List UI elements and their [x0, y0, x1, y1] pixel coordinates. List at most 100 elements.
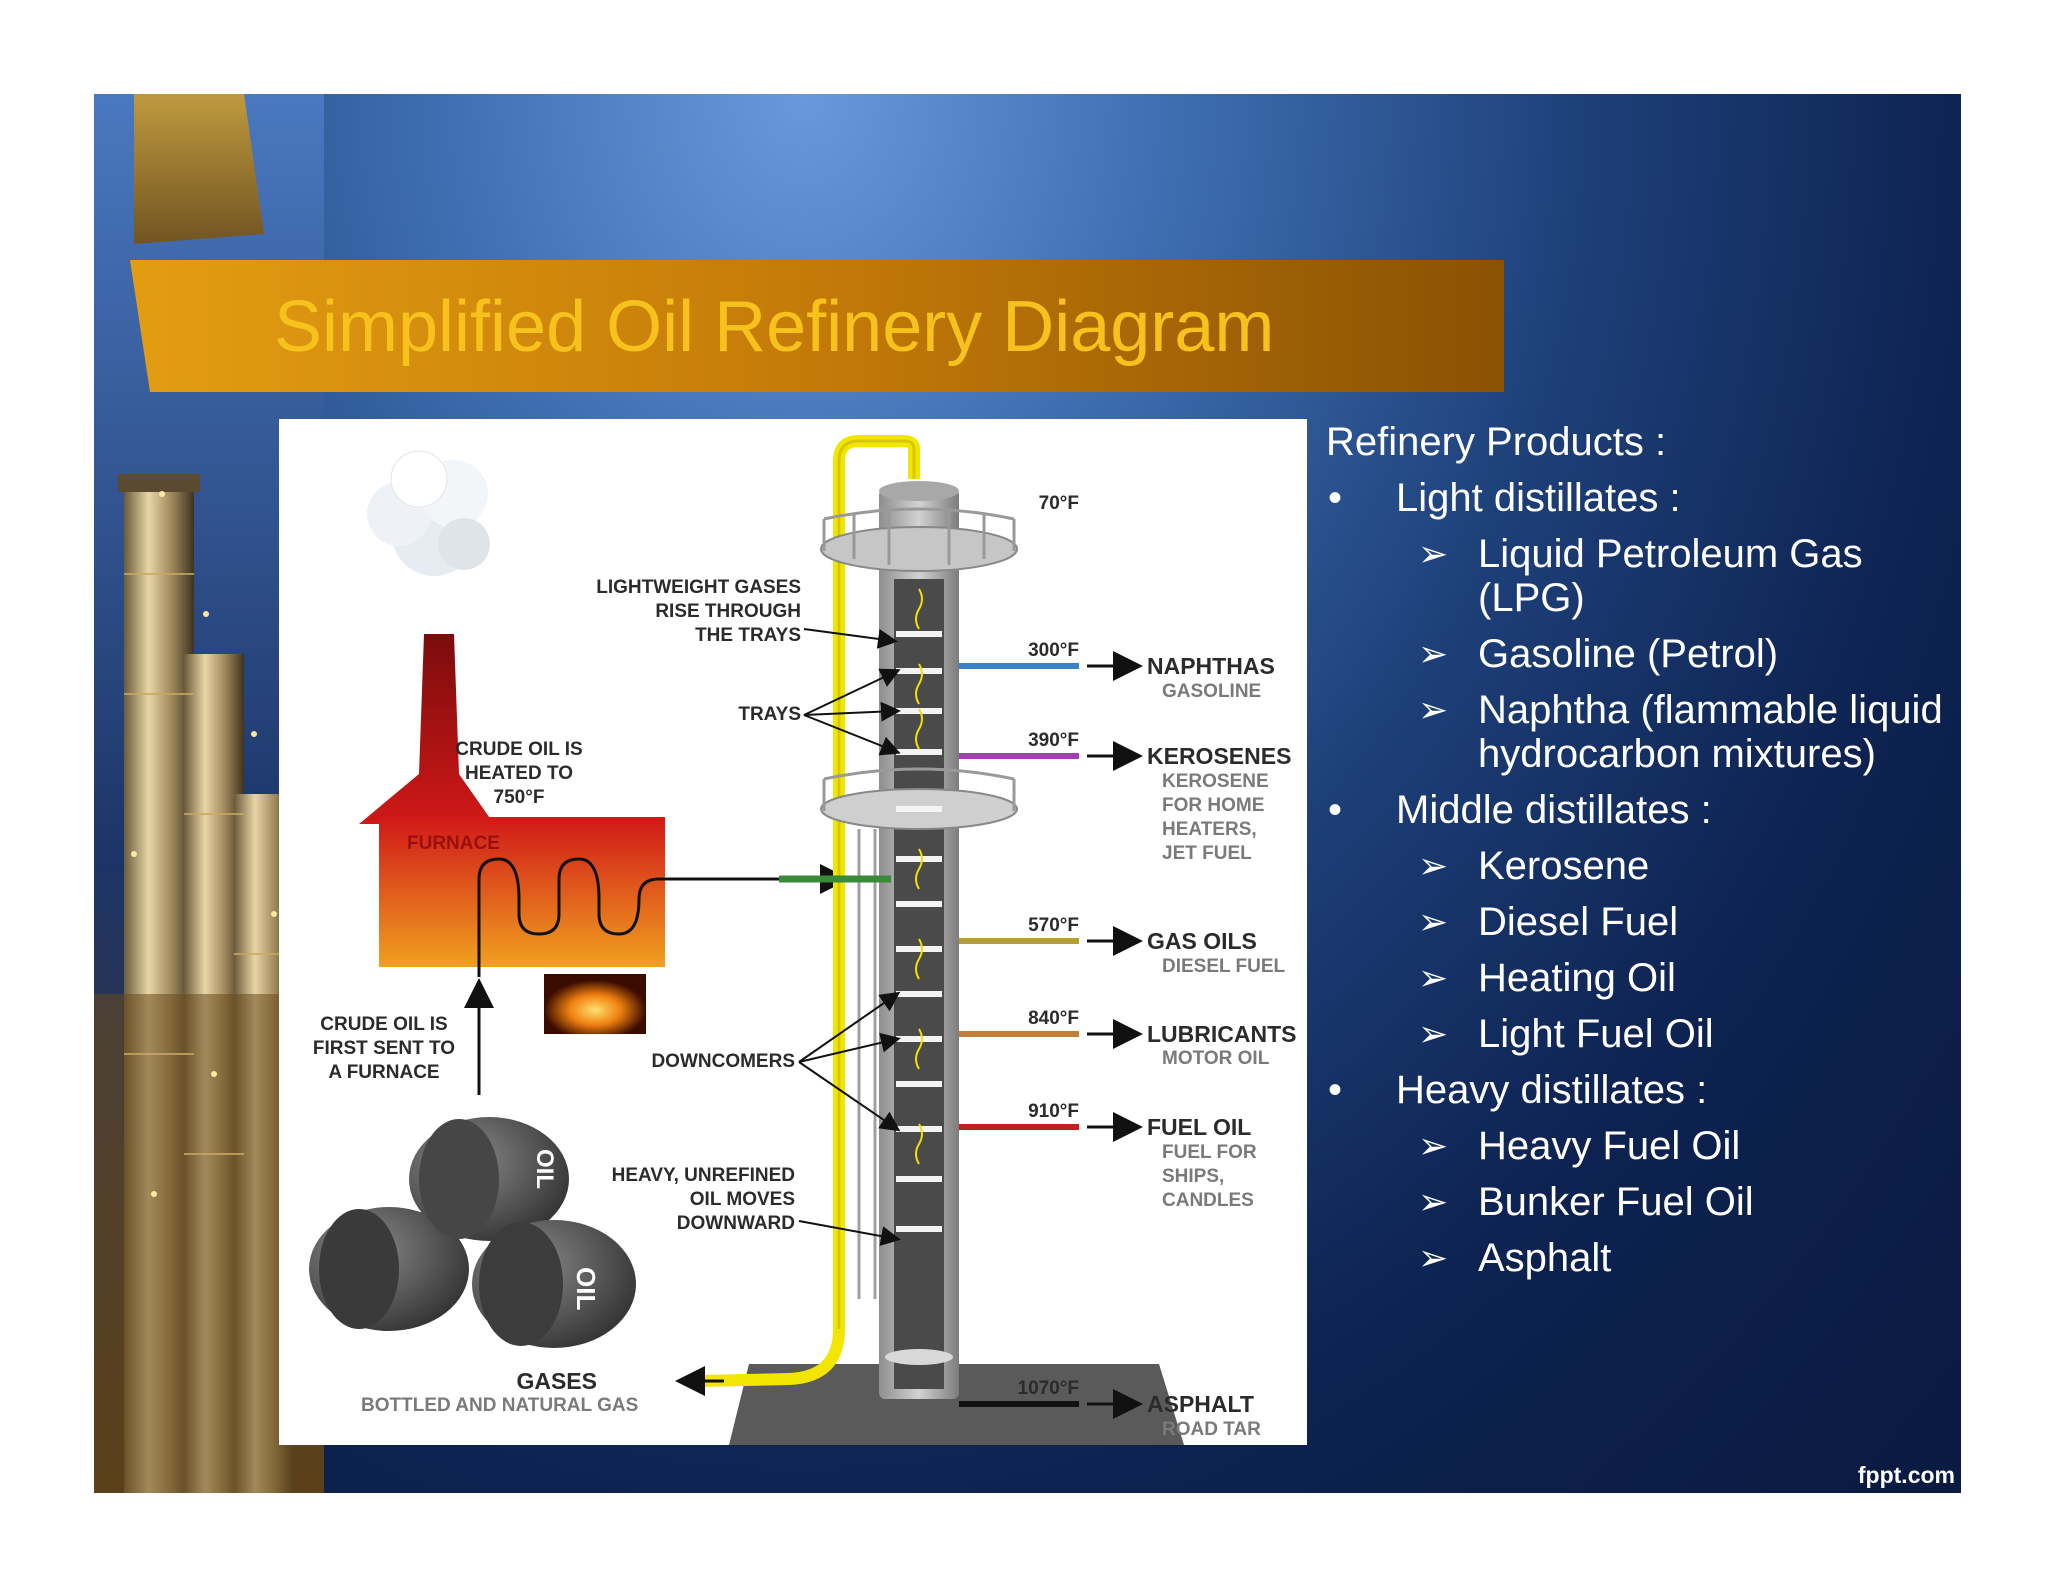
fuel-oil-sub-1: FUEL FOR: [1162, 1142, 1257, 1163]
arrow-bullet-icon: ➢: [1418, 957, 1449, 998]
furnace-coil: [477, 857, 844, 977]
crude-heated-line1: CRUDE OIL IS: [455, 739, 582, 760]
list-item-text: Kerosene: [1478, 844, 1650, 888]
naphthas-sub-1: GASOLINE: [1162, 681, 1261, 702]
fuel-oil-label: FUEL OIL: [1147, 1114, 1251, 1140]
list-item-text: Diesel Fuel: [1478, 900, 1679, 944]
kerosenes-sub-4: JET FUEL: [1162, 843, 1252, 864]
vapor-flow: [915, 588, 923, 1165]
arrow-bullet-icon: ➢: [1418, 689, 1449, 730]
temp-840: 840°F: [1028, 1008, 1079, 1029]
arrow-bullet-icon: ➢: [1418, 845, 1449, 886]
kerosenes-label: KEROSENES: [1147, 743, 1291, 769]
list-item-text: Heavy Fuel Oil: [1478, 1124, 1741, 1168]
list-item: ➢ Bunker Fuel Oil: [1326, 1180, 1946, 1224]
temp-70: 70°F: [1039, 493, 1079, 514]
lubricants-label: LUBRICANTS: [1147, 1021, 1297, 1047]
list-item: ➢ Naphtha (flammable liquid hydrocarbon m…: [1326, 688, 1946, 776]
list-item-text: Light Fuel Oil: [1478, 1012, 1714, 1056]
products-heading: Refinery Products :: [1326, 420, 1667, 464]
bullet-icon: •: [1328, 476, 1343, 520]
furnace: [379, 817, 665, 967]
crude-heated-line3: 750°F: [494, 787, 545, 808]
title-ribbon: [130, 260, 1504, 392]
group-label: Heavy distillates :: [1396, 1068, 1708, 1112]
temp-300: 300°F: [1028, 640, 1079, 661]
smoke-icon: [367, 450, 490, 576]
gases-label: GASES: [516, 1368, 597, 1394]
group-label: Light distillates :: [1396, 476, 1681, 520]
slide-title: Simplified Oil Refinery Diagram: [274, 287, 1275, 367]
list-item-text: Asphalt: [1478, 1236, 1612, 1280]
gas-oils-sub-1: DIESEL FUEL: [1162, 956, 1286, 977]
fire-icon: [544, 974, 646, 1034]
temp-1070: 1070°F: [1018, 1378, 1079, 1399]
crude-first-line3: A FURNACE: [328, 1062, 439, 1083]
footer-brand: fppt.com: [1857, 1462, 1955, 1488]
barrel-oil-text: OIL: [571, 1267, 601, 1310]
oil-barrels: OIL OIL: [309, 1117, 636, 1348]
list-item: ➢ Diesel Fuel: [1326, 900, 1946, 944]
asphalt-label: ASPHALT: [1147, 1391, 1254, 1417]
list-item: ➢ Heating Oil: [1326, 956, 1946, 1000]
trays: [896, 631, 942, 1232]
arrow-bullet-icon: ➢: [1418, 901, 1449, 942]
barrel-oil-text-2: OIL: [531, 1149, 558, 1189]
group-middle-distillates: • Middle distillates :: [1326, 788, 1946, 832]
kerosenes-sub-3: HEATERS,: [1162, 819, 1257, 840]
arrow-bullet-icon: ➢: [1418, 1125, 1449, 1166]
group-light-distillates: • Light distillates :: [1326, 476, 1946, 520]
arrow-bullet-icon: ➢: [1418, 633, 1449, 674]
refinery-diagram: FURNACE CRUDE OIL IS HEATED TO 750°F CRU…: [279, 419, 1307, 1445]
arrow-bullet-icon: ➢: [1418, 1013, 1449, 1054]
asphalt-sub-1: ROAD TAR: [1162, 1419, 1261, 1440]
gas-oils-label: GAS OILS: [1147, 928, 1257, 954]
crude-first-line2: FIRST SENT TO: [313, 1038, 455, 1059]
lightweight-line1: LIGHTWEIGHT GASES: [596, 577, 801, 598]
column-ladder: [857, 829, 877, 1299]
gas-pipe-edge: [837, 439, 916, 1329]
list-item-text: Gasoline (Petrol): [1478, 632, 1779, 676]
temp-390: 390°F: [1028, 730, 1079, 751]
group-heavy-distillates: • Heavy distillates :: [1326, 1068, 1946, 1112]
list-item: ➢ Kerosene: [1326, 844, 1946, 888]
chimney: [359, 634, 494, 824]
kerosenes-sub-1: KEROSENE: [1162, 771, 1269, 792]
crude-heated-line2: HEATED TO: [465, 763, 573, 784]
refinery-products-list: Refinery Products : • Light distillates …: [1326, 420, 1946, 1292]
list-item: ➢ Asphalt: [1326, 1236, 1946, 1280]
bullet-icon: •: [1328, 1068, 1343, 1112]
arrow-bullet-icon: ➢: [1418, 1181, 1449, 1222]
lubricants-sub-1: MOTOR OIL: [1162, 1048, 1270, 1069]
slide: Simplified Oil Refinery Diagram: [94, 94, 1961, 1493]
crude-first-line1: CRUDE OIL IS: [320, 1014, 447, 1035]
arrow-bullet-icon: ➢: [1418, 1237, 1449, 1278]
list-item: ➢ Gasoline (Petrol): [1326, 632, 1946, 676]
temp-910: 910°F: [1028, 1101, 1079, 1122]
list-item-text: Naphtha (flammable liquid hydrocarbon mi…: [1478, 688, 1943, 776]
bullet-icon: •: [1328, 788, 1343, 832]
top-platform: [820, 526, 1018, 572]
naphthas-label: NAPHTHAS: [1147, 653, 1275, 679]
kerosenes-sub-2: FOR HOME: [1162, 795, 1264, 816]
list-item: ➢ Heavy Fuel Oil: [1326, 1124, 1946, 1168]
fuel-oil-sub-2: SHIPS,: [1162, 1166, 1224, 1187]
list-item: ➢ Light Fuel Oil: [1326, 1012, 1946, 1056]
lightweight-line3: THE TRAYS: [695, 625, 801, 646]
lightweight-line2: RISE THROUGH: [655, 601, 801, 622]
downcomers-label: DOWNCOMERS: [651, 1051, 795, 1072]
list-item: ➢ Liquid Petroleum Gas (LPG): [1326, 532, 1946, 620]
heavy-line1: HEAVY, UNREFINED: [612, 1165, 795, 1186]
heavy-line3: DOWNWARD: [677, 1213, 795, 1234]
list-item-text: Heating Oil: [1478, 956, 1676, 1000]
trays-label: TRAYS: [738, 704, 801, 725]
gases-sub-1: BOTTLED AND NATURAL GAS: [361, 1395, 638, 1416]
column-interior: [894, 579, 944, 1389]
group-label: Middle distillates :: [1396, 788, 1712, 832]
list-item-text: Liquid Petroleum Gas (LPG): [1478, 532, 1863, 620]
fuel-oil-sub-3: CANDLES: [1162, 1190, 1254, 1211]
temp-570: 570°F: [1028, 915, 1079, 936]
heavy-line2: OIL MOVES: [690, 1189, 795, 1210]
list-item-text: Bunker Fuel Oil: [1478, 1180, 1754, 1224]
arrow-bullet-icon: ➢: [1418, 533, 1449, 574]
